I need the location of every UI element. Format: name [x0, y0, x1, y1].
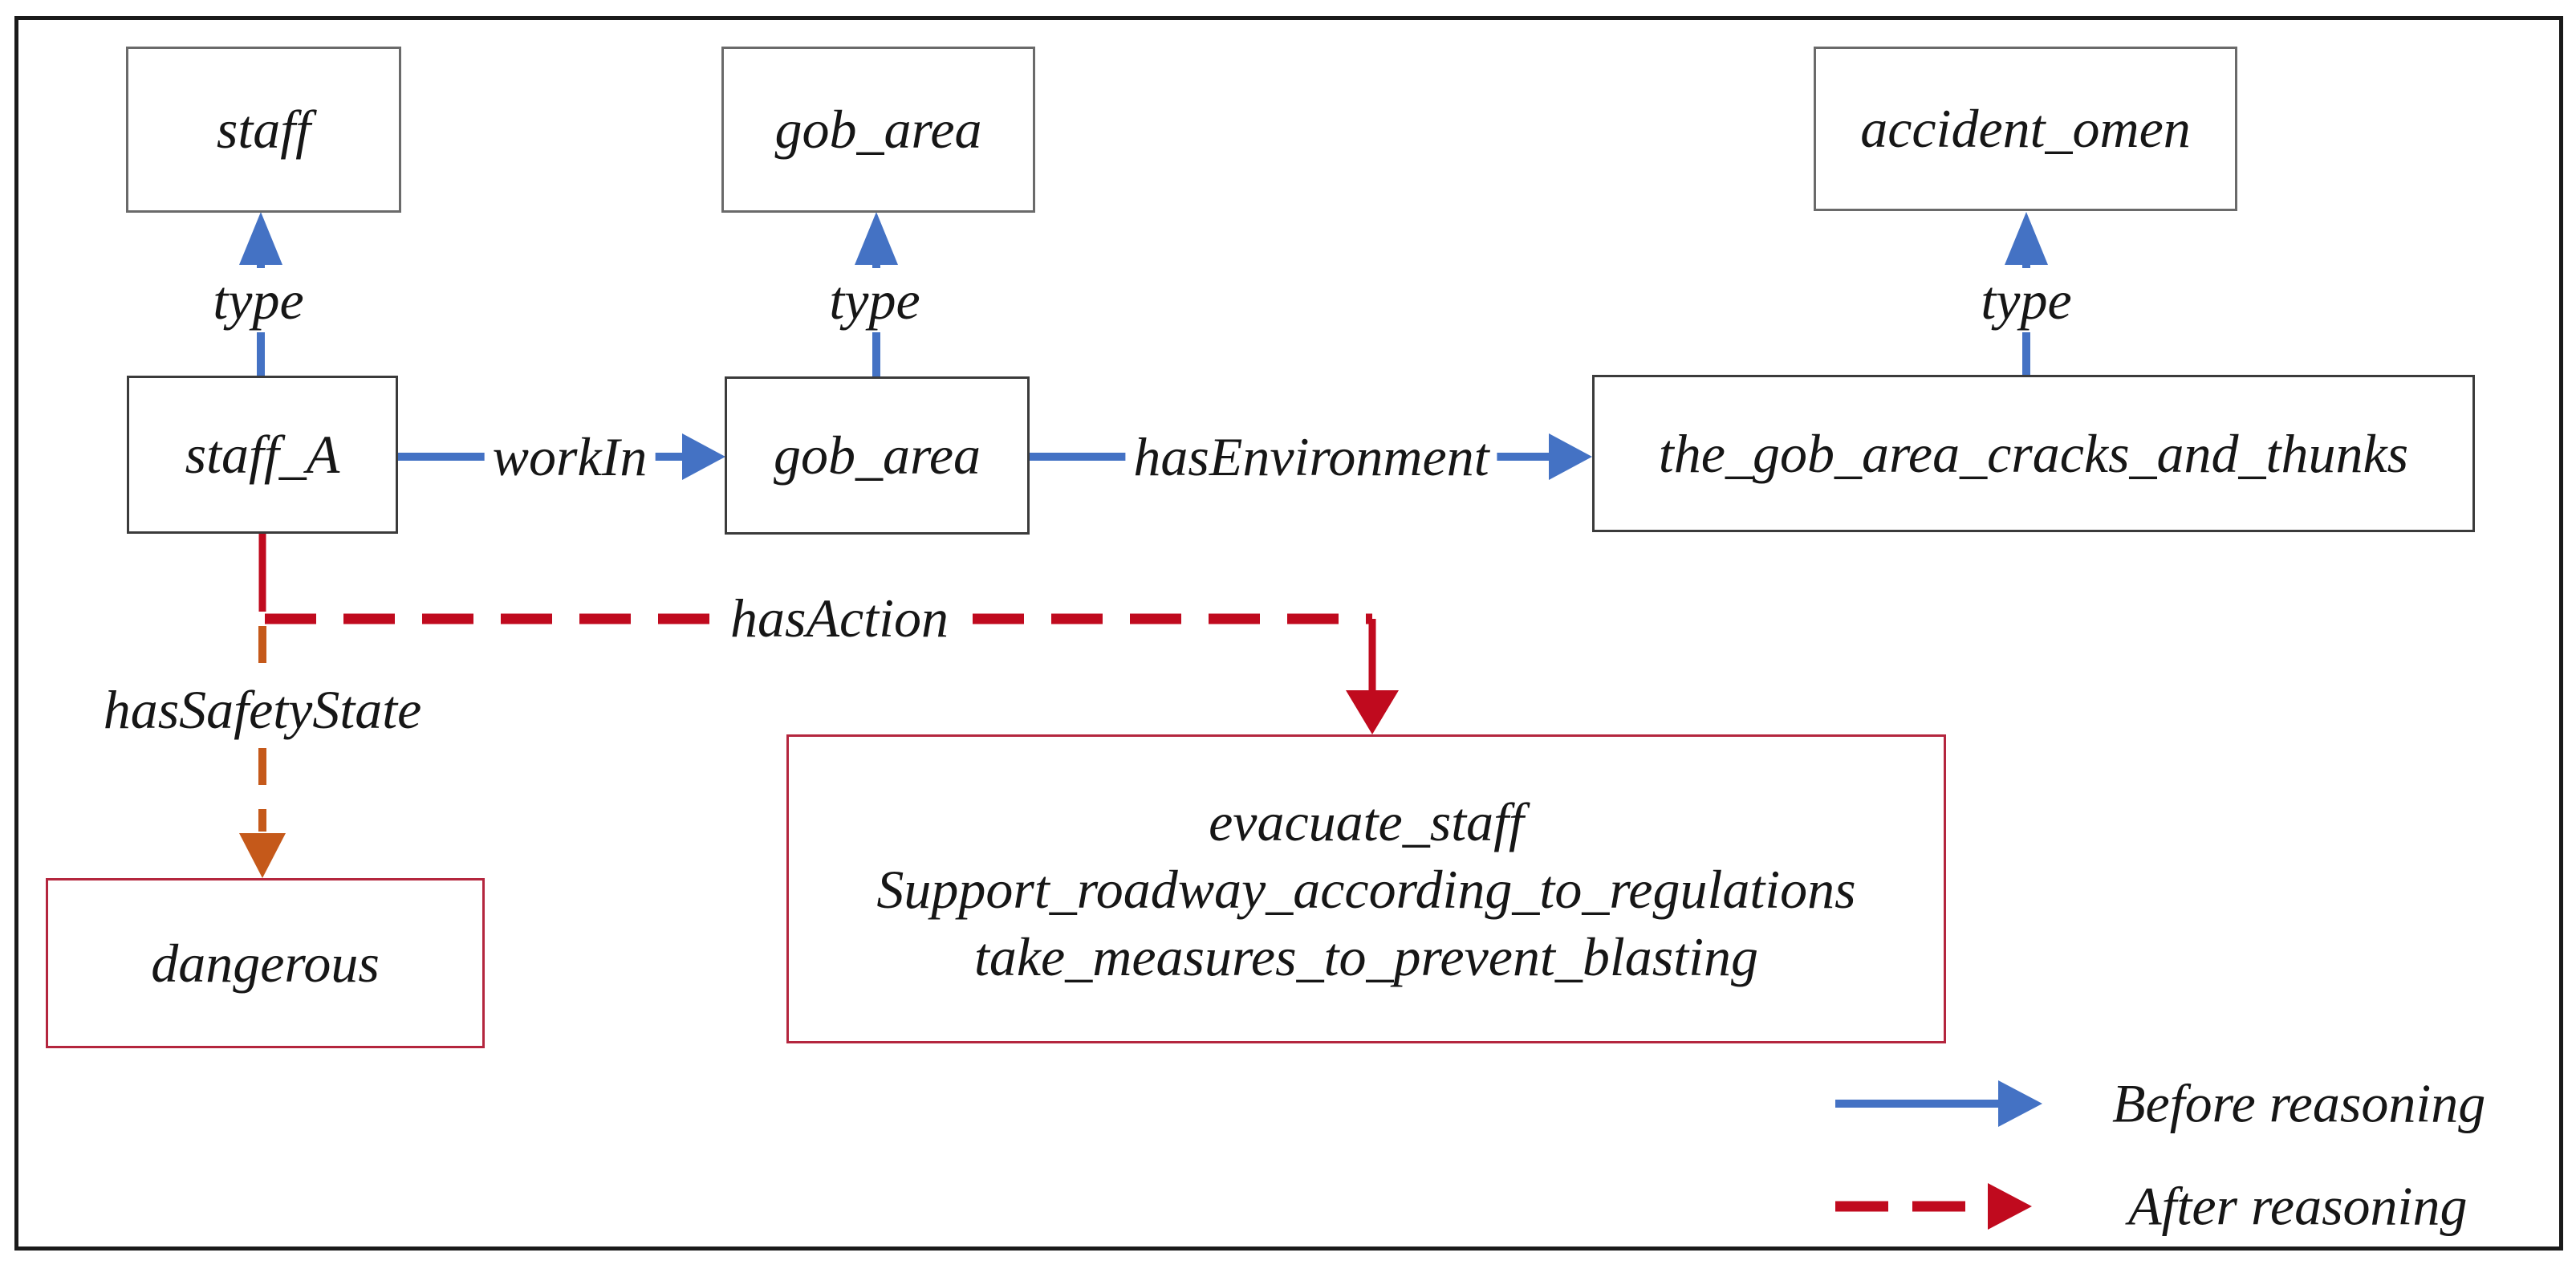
edge-type-gob-arrowhead-icon — [855, 212, 898, 265]
edge-label-hasaction: hasAction — [722, 586, 957, 650]
edge-type-staff-arrowhead-icon — [239, 212, 282, 265]
node-actions: evacuate_staff Support_roadway_according… — [786, 734, 1946, 1043]
node-accident-omen-class-label: accident_omen — [1860, 98, 2191, 159]
node-environment-label: the_gob_area_cracks_and_thunks — [1658, 422, 2409, 484]
edge-label-type-gob-area: type — [821, 268, 928, 332]
node-gob-area-instance-label: gob_area — [773, 425, 981, 486]
legend-after-arrowhead-icon — [1988, 1183, 2032, 1230]
node-accident-omen-class: accident_omen — [1814, 47, 2237, 211]
node-gob-area-class: gob_area — [721, 47, 1035, 213]
node-staff-class-label: staff — [216, 99, 311, 160]
edge-label-hassafetystate: hasSafetyState — [95, 677, 430, 742]
edge-hassafetystate-arrowhead-icon — [239, 833, 286, 878]
node-gob-area-instance: gob_area — [725, 376, 1030, 535]
edge-label-type-staff: type — [205, 268, 312, 332]
node-gob-area-class-label: gob_area — [774, 99, 982, 160]
edge-type-omen-arrowhead-icon — [2005, 212, 2048, 265]
node-dangerous-label: dangerous — [151, 932, 380, 994]
legend-before-label: Before reasoning — [2112, 1072, 2486, 1134]
edge-label-hasenvironment: hasEnvironment — [1125, 425, 1497, 489]
legend-after-label: After reasoning — [2128, 1175, 2468, 1237]
action-line-2: Support_roadway_according_to_regulations — [876, 858, 1856, 920]
node-staff-a-label: staff_A — [185, 424, 340, 485]
edge-hasaction-arrowhead-icon — [1346, 690, 1399, 734]
edge-label-workin: workIn — [484, 425, 656, 489]
node-staff-a: staff_A — [127, 376, 398, 534]
legend-before-arrowhead-icon — [1998, 1080, 2042, 1127]
node-environment: the_gob_area_cracks_and_thunks — [1592, 375, 2475, 532]
action-line-3: take_measures_to_prevent_blasting — [973, 925, 1758, 987]
edge-hasenvironment-arrowhead-icon — [1549, 433, 1592, 480]
edge-workin-arrowhead-icon — [682, 433, 725, 480]
edge-label-type-omen: type — [1973, 268, 2080, 332]
action-line-1: evacuate_staff — [1209, 791, 1524, 852]
node-dangerous: dangerous — [46, 878, 485, 1048]
node-staff-class: staff — [126, 47, 401, 213]
